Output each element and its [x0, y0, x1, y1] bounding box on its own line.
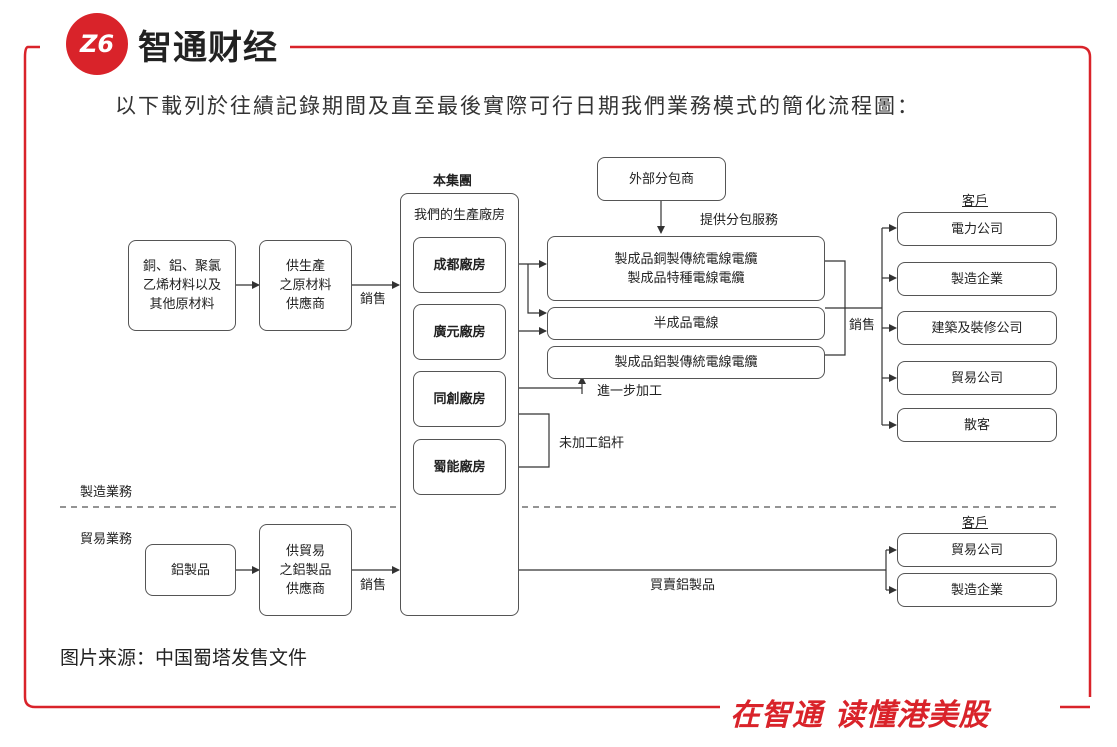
customer2-trading: 貿易公司 [897, 533, 1057, 567]
customer-trading: 貿易公司 [897, 361, 1057, 395]
raw-aluminium-rod-label: 未加工鋁杆 [559, 436, 625, 451]
customer2-manufacturer: 製造企業 [897, 573, 1057, 607]
product-aluminium: 製成品鋁製傳統電線電纜 [547, 346, 825, 379]
arrow-chengdu-semi [527, 264, 547, 317]
factory-chengdu: 成都廠房 [413, 237, 506, 293]
subcontract-service-label: 提供分包服務 [700, 213, 779, 228]
buy-sell-label: 買賣鋁製品 [650, 578, 716, 593]
customers-title: 客戶 [962, 194, 989, 209]
brand-slogan: 在智通 读懂港美股 [730, 698, 990, 733]
customer-power-company: 電力公司 [897, 212, 1057, 246]
intro-text: 以下載列於往績記錄期間及直至最後實際可行日期我們業務模式的簡化流程圖： [115, 94, 920, 118]
customer-retail: 散客 [897, 408, 1057, 442]
aluminium-products-box: 鋁製品 [145, 544, 236, 596]
product-copper-special: 製成品銅製傳統電線電纜 製成品特種電線電纜 [547, 236, 825, 301]
arrow-raw-aluminium-rod [506, 410, 550, 468]
factory-shuneng: 蜀能廠房 [413, 439, 506, 495]
factory-tongchuang: 同創廠房 [413, 371, 506, 427]
customer-manufacturer: 製造企業 [897, 262, 1057, 296]
product-semi-finished: 半成品電線 [547, 307, 825, 340]
brand-logo-mark: Z6 [79, 30, 115, 58]
section-trading-label: 貿易業務 [80, 532, 133, 547]
sales-label-2: 銷售 [849, 318, 876, 333]
customers-title-2: 客戶 [962, 516, 989, 531]
source-caption: 图片来源：中国蜀塔发售文件 [60, 647, 308, 669]
further-processing-label: 進一步加工 [597, 384, 663, 399]
section-manufacturing-label: 製造業務 [80, 485, 133, 500]
brand-name: 智通财经 [138, 28, 278, 68]
factory-guangyuan: 廣元廠房 [413, 304, 506, 360]
sales-label-3: 銷售 [360, 578, 387, 593]
subcontractor-box: 外部分包商 [597, 157, 726, 201]
customer-construction: 建築及裝修公司 [897, 311, 1057, 345]
sales-label-1: 銷售 [360, 292, 387, 307]
raw-supplier-box: 供生產 之原材料 供應商 [259, 240, 352, 331]
our-factories-label: 我們的生產廠房 [413, 208, 505, 223]
group-title: 本集團 [433, 174, 473, 189]
trade-supplier-box: 供貿易 之鋁製品 供應商 [259, 524, 352, 616]
brand-logo-icon: Z6 [66, 13, 128, 75]
raw-materials-box: 銅、鋁、聚氯 乙烯材料以及 其他原材料 [128, 240, 236, 331]
